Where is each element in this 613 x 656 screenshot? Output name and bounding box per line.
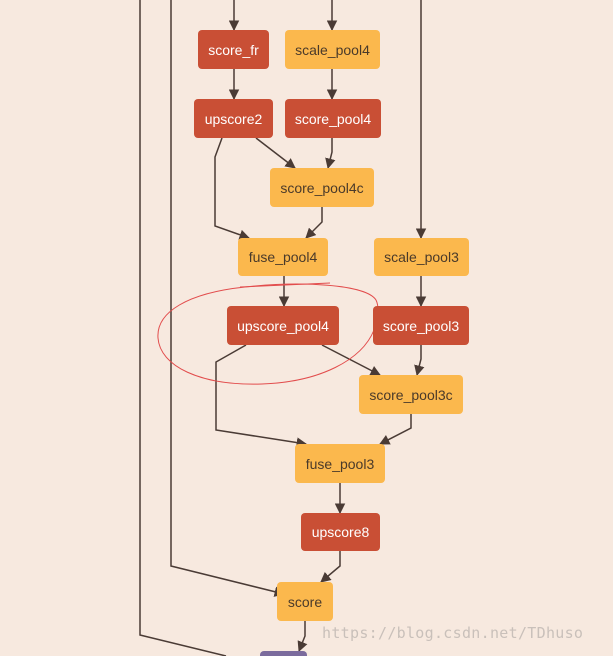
node-label: scale_pool3 (384, 249, 459, 265)
edge-score_pool4-score_pool4c (325, 138, 336, 170)
node-fuse_pool4[interactable]: fuse_pool4 (238, 238, 328, 276)
node-score_pool3c[interactable]: score_pool3c (359, 375, 463, 414)
edge-upscore2-score_pool4c (255, 137, 296, 169)
node-label: scale_pool4 (295, 41, 370, 58)
node-label: upscore_pool4 (237, 317, 329, 334)
node-scale_pool4[interactable]: scale_pool4 (285, 30, 380, 69)
node-label: upscore8 (311, 524, 370, 540)
node-fuse_pool3[interactable]: fuse_pool3 (295, 444, 385, 483)
edge-upstream-output (139, 0, 227, 656)
node-label: fuse_pool3 (305, 455, 375, 472)
watermark: https://blog.csdn.net/TDhuso (322, 624, 584, 642)
edge-upscore2-fuse_pool4 (214, 137, 250, 240)
node-upscore_pool4[interactable]: upscore_pool4 (227, 306, 339, 345)
node-label: score_pool4c (280, 179, 364, 196)
edge-score_pool4c-fuse_pool4 (305, 207, 323, 239)
node-label: upscore2 (204, 110, 263, 127)
node-score_pool3[interactable]: score_pool3 (373, 306, 469, 345)
node-label: score_fr (208, 41, 259, 58)
node-score_fr[interactable]: score_fr (198, 30, 269, 69)
edge-upscore_pool4-score_pool3c (321, 344, 381, 376)
node-label: score_pool4 (294, 110, 372, 127)
edge-score_pool3c-fuse_pool3 (379, 414, 412, 445)
node-score_pool4[interactable]: score_pool4 (285, 99, 381, 138)
node-upscore2[interactable]: upscore2 (194, 99, 273, 138)
edge-score-output (297, 621, 308, 652)
edge-upscore_pool4-fuse_pool3 (215, 344, 308, 448)
node-label: score_pool3 (382, 317, 460, 334)
edge-score_pool3-score_pool3c (414, 345, 425, 377)
node-upscore8[interactable]: upscore8 (301, 513, 380, 551)
node-scale_pool3[interactable]: scale_pool3 (374, 238, 469, 276)
edge-upstream-score (170, 0, 286, 597)
edge-upscore8-score (320, 551, 341, 583)
node-score[interactable]: score (277, 582, 333, 621)
node-label: score (287, 593, 323, 610)
node-output-partial[interactable] (260, 651, 307, 656)
node-label: fuse_pool4 (248, 249, 318, 265)
annotation-stroke (239, 282, 331, 288)
node-label: score_pool3c (369, 386, 453, 403)
node-score_pool4c[interactable]: score_pool4c (270, 168, 374, 207)
